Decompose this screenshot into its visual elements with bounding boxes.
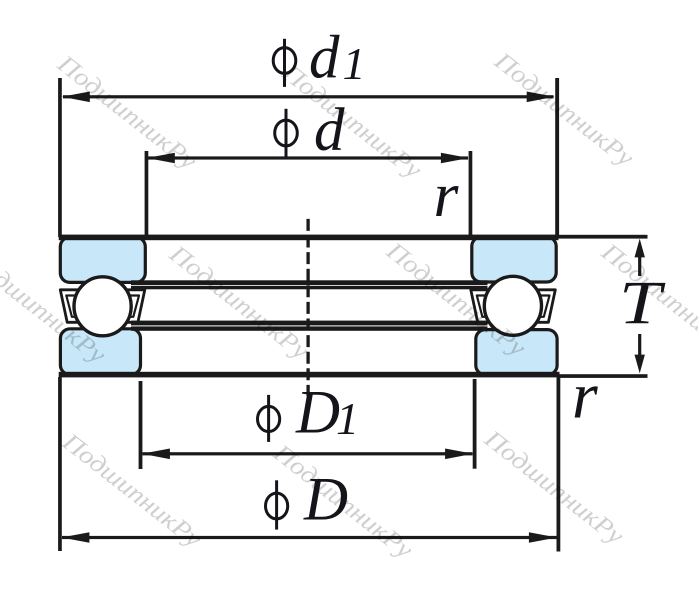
svg-text:r: r bbox=[572, 359, 598, 432]
svg-text:D: D bbox=[295, 380, 340, 447]
svg-text:r: r bbox=[434, 159, 460, 230]
svg-text:1: 1 bbox=[336, 393, 359, 444]
svg-text:d: d bbox=[309, 25, 340, 92]
svg-text:D: D bbox=[303, 466, 348, 533]
svg-text:T: T bbox=[619, 270, 666, 337]
svg-text:d: d bbox=[314, 97, 345, 164]
svg-text:1: 1 bbox=[343, 38, 366, 89]
